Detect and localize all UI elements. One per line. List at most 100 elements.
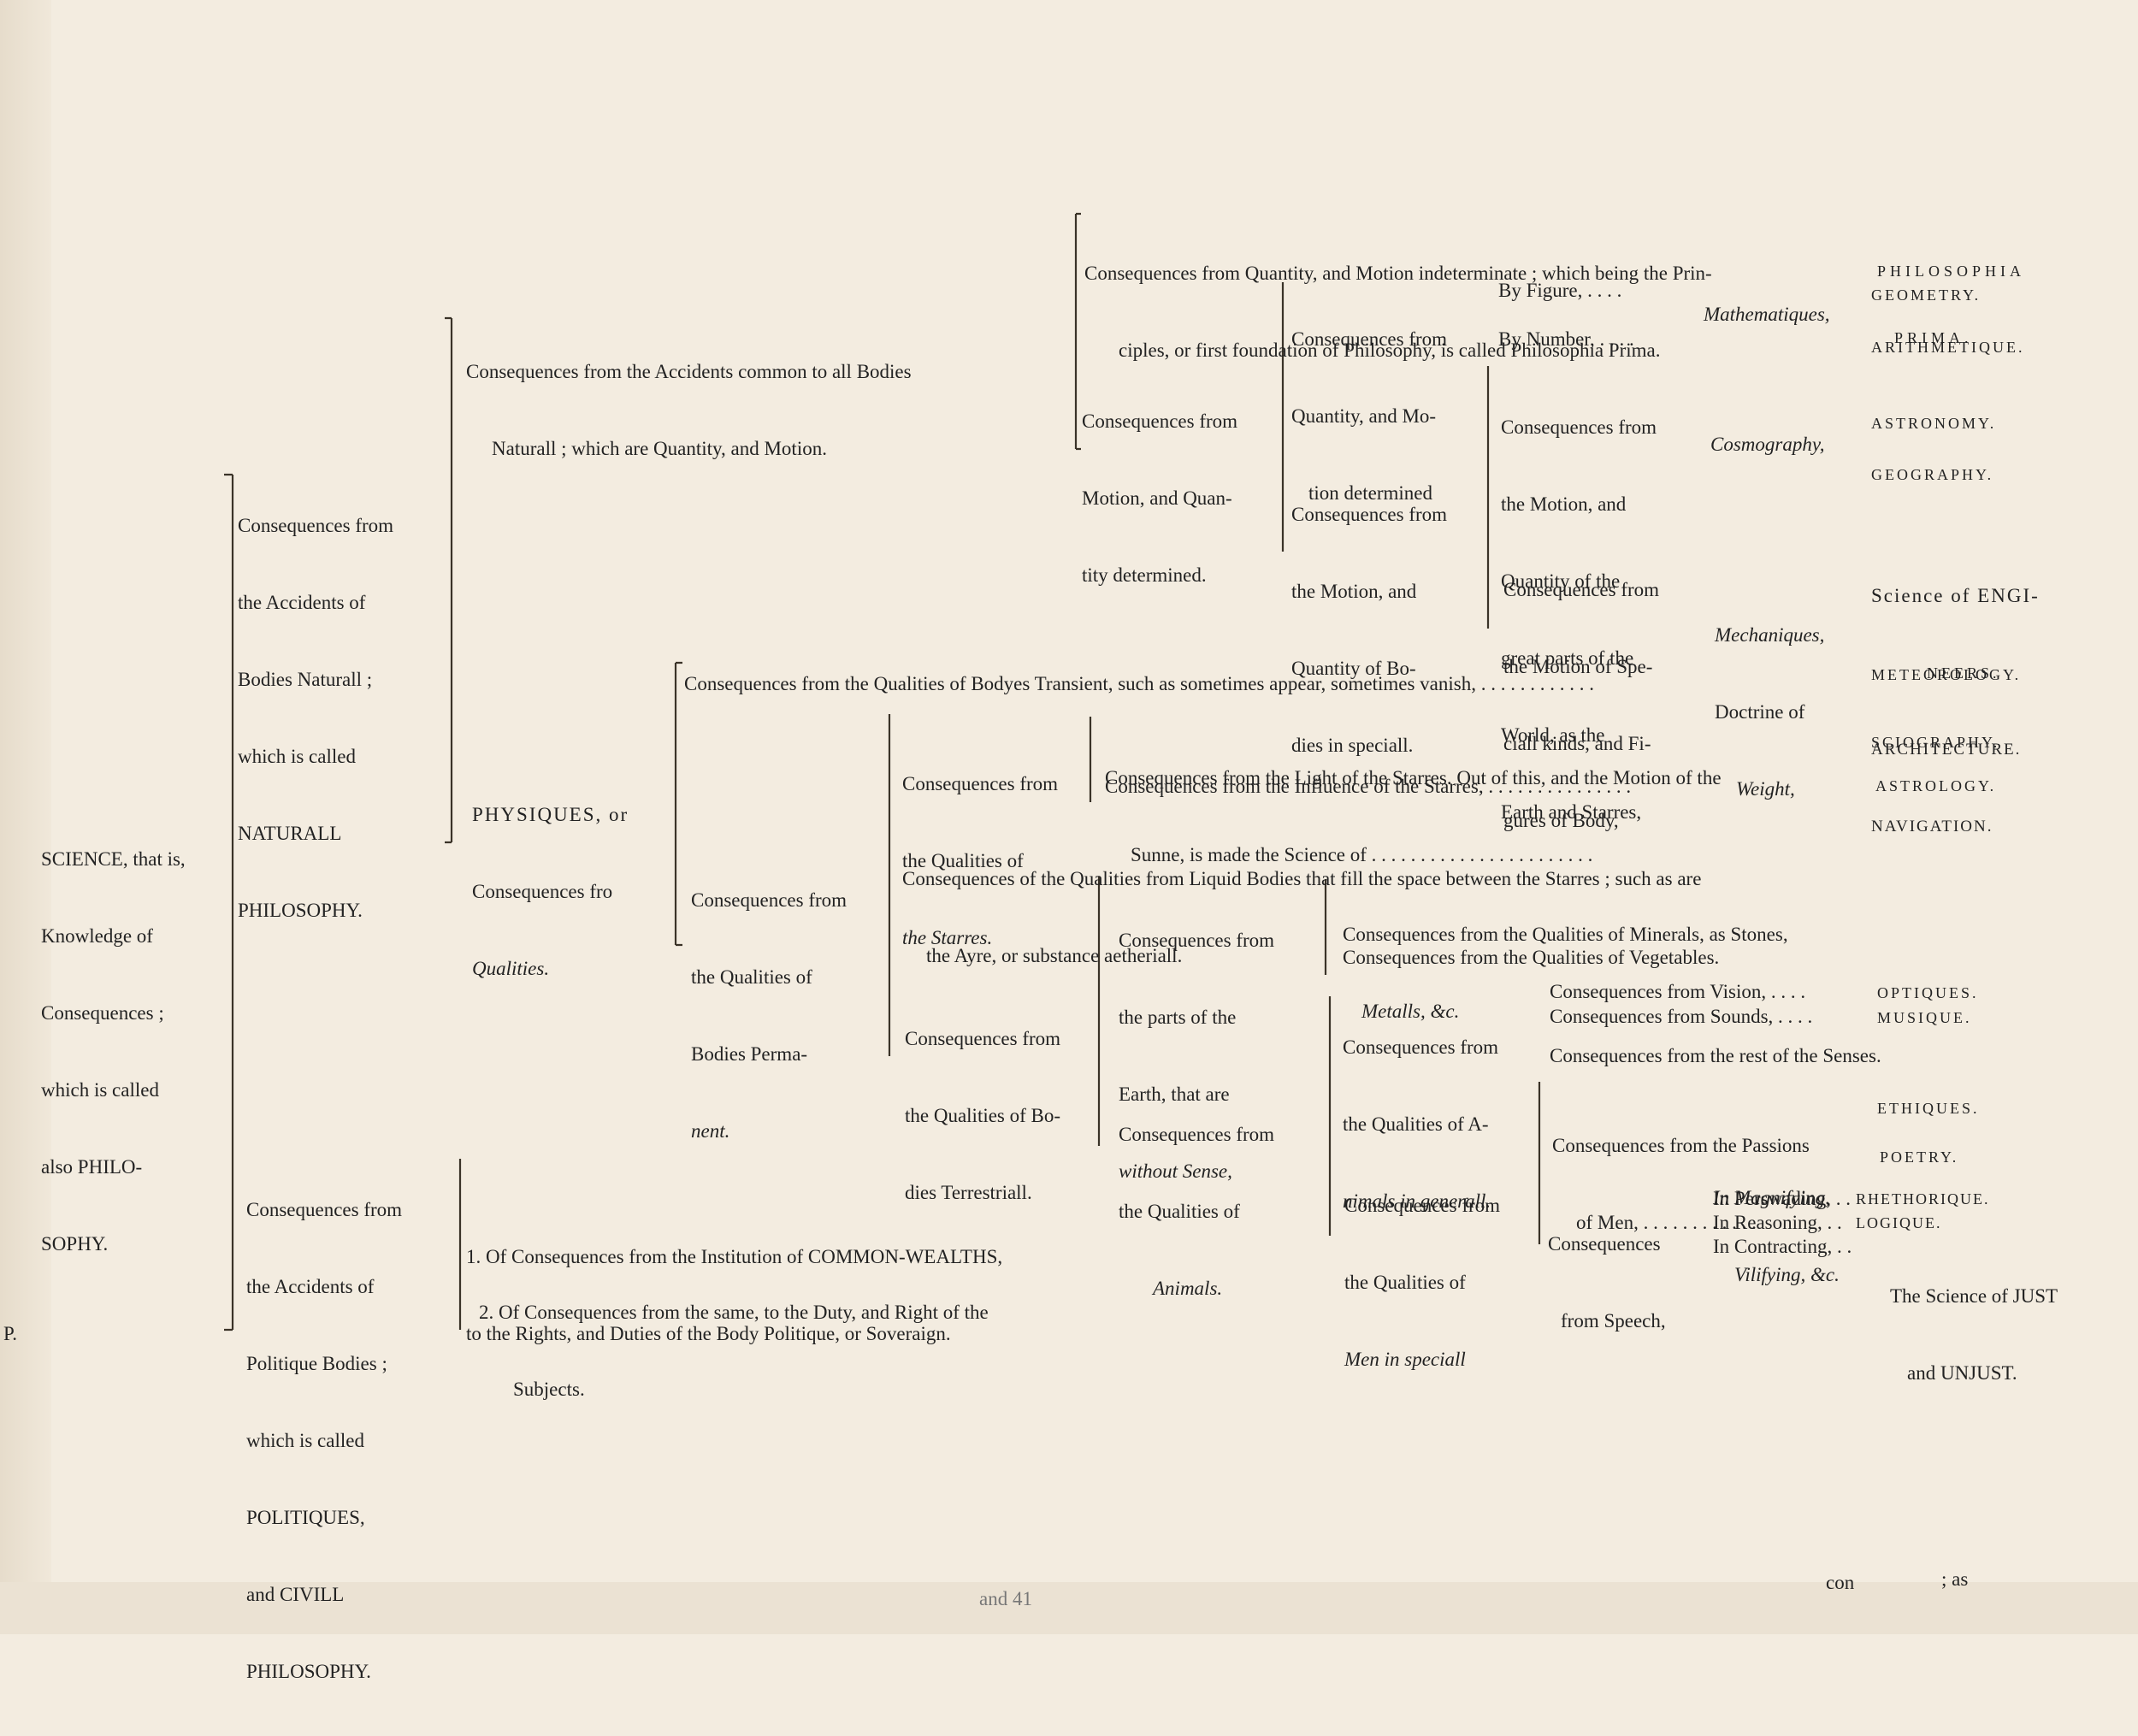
politique-line-5: POLITIQUES, <box>246 1507 365 1528</box>
politique-line-7: PHILOSOPHY. <box>246 1661 371 1682</box>
men-line-3: Men in speciall <box>1344 1349 1466 1370</box>
commonwealths-node: 1. Of Consequences from the Institution … <box>466 1193 1002 1398</box>
geography-leaf: GEOGRAPHY. <box>1871 466 1994 483</box>
naturall-line-4: which is called <box>238 746 356 767</box>
speciall-kinds-node: Consequences from the Motion of Spe- cia… <box>1503 526 1659 885</box>
ws-line-4: without Sense, <box>1119 1160 1232 1182</box>
politique-line-6: and CIVILL <box>246 1584 345 1605</box>
sk-line-2: the Motion of Spe- <box>1503 656 1653 677</box>
science-line-4: which is called <box>41 1079 159 1101</box>
naturall-line-6: PHILOSOPHY. <box>238 900 363 921</box>
light-line-1: Consequences from the Light of the Starr… <box>1105 767 1722 788</box>
eng-line-4: NAVIGATION. <box>1871 818 1993 836</box>
science-line-5: also PHILO- <box>41 1156 143 1178</box>
astronomy-leaf: ASTRONOMY. <box>1871 415 1997 432</box>
politique-line-1: Consequences from <box>246 1199 403 1220</box>
naturall-line-3: Bodies Naturall ; <box>238 669 373 690</box>
gp-line-1: Consequences from <box>1501 416 1657 438</box>
politique-line-2: the Accidents of <box>246 1276 375 1297</box>
ag-line-2: the Qualities of A- <box>1343 1113 1489 1135</box>
ethiques-leaf: ETHIQUES. <box>1877 1100 1980 1117</box>
meteorology-leaf: METEOROLOGY. <box>1871 666 2022 683</box>
phys-line-1: PHYSIQUES, or <box>472 804 629 825</box>
indeterminate-node: Consequences from Quantity, and Motion i… <box>1084 210 1712 415</box>
logique-leaf: LOGIQUE. <box>1856 1214 1942 1231</box>
just-line-2: and UNJUST. <box>1907 1362 2017 1384</box>
vegetables-node: Consequences from the Qualities of Veget… <box>1343 947 1720 968</box>
ag-line-3: nimals in generall. <box>1343 1190 1491 1212</box>
eng-line-2: NEERS. <box>1927 664 2000 682</box>
phys-line-2: Consequences fro <box>472 881 613 902</box>
gp-line-4: great parts of the <box>1501 647 1634 669</box>
st-line-3: the Starres. <box>902 927 993 948</box>
just-leaf: The Science of JUST and UNJUST. <box>1890 1232 2058 1438</box>
men-line-2: the Qualities of <box>1344 1272 1466 1293</box>
pas-line-1: Consequences from the Passions <box>1552 1135 1810 1156</box>
book-page: SCIENCE, that is, Knowledge of Consequen… <box>0 0 2138 1682</box>
light-node: Consequences from the Light of the Starr… <box>1105 714 1722 919</box>
sp-line-2: from Speech, <box>1561 1310 1666 1332</box>
contracting-node: In Contracting, . . <box>1713 1236 1852 1257</box>
commonwealths-line-1: 1. Of Consequences from the Institution … <box>466 1246 1003 1267</box>
transient-node: Consequences from the Qualities of Bodye… <box>684 673 1594 694</box>
liquid-line-2: the Ayre, or substance aetheriall. <box>926 945 1183 966</box>
common-line-2: Naturall ; which are Quantity, and Motio… <box>492 438 827 459</box>
musique-leaf: MUSIQUE. <box>1877 1009 1972 1026</box>
optiques-leaf: OPTIQUES. <box>1877 984 1979 1001</box>
science-line-6: SOPHY. <box>41 1233 109 1255</box>
qmd-line-3: tion determined <box>1308 482 1432 504</box>
just-line-1: The Science of JUST <box>1890 1285 2058 1307</box>
men-line-1: Consequences from <box>1344 1195 1501 1216</box>
magnifying-node: In Magnifying, Vilifying, &c. <box>1713 1134 1840 1339</box>
page-gutter <box>0 0 51 1634</box>
qmd-line-1: Consequences from <box>1291 328 1448 350</box>
eng-line-3: ARCHITECTURE. <box>1871 741 2022 759</box>
sp-line-1: Consequences <box>1548 1233 1661 1255</box>
naturall-philosophy-node: Consequences from the Accidents of Bodie… <box>238 462 393 975</box>
physiques-node: PHYSIQUES, or Consequences fro Qualities… <box>472 751 629 1033</box>
vision-node: Consequences from Vision, . . . . <box>1550 981 1806 1002</box>
men-speciall-node: Consequences from the Qualities of Men i… <box>1344 1142 1500 1424</box>
perm-line-4: nent. <box>691 1120 730 1142</box>
sk-line-1: Consequences from <box>1503 579 1660 600</box>
ag-line-1: Consequences from <box>1343 1036 1499 1058</box>
liquid-line-1: Consequences of the Qualities from Liqui… <box>902 868 1702 889</box>
terr-line-2: the Qualities of Bo- <box>905 1105 1061 1126</box>
sk-line-4: gures of Body, <box>1503 810 1619 831</box>
philosophia-prima-leaf: PHILOSOPHIA PRIMA. <box>1877 216 2025 393</box>
great-parts-node: Consequences from the Motion, and Quanti… <box>1501 363 1657 877</box>
margin-fragment-as: ; as <box>1941 1568 1969 1590</box>
terrestriall-node: Consequences from the Qualities of Bo- d… <box>905 975 1060 1257</box>
science-line-1: SCIENCE, that is, <box>41 848 186 870</box>
min-line-1: Consequences from the Qualities of Miner… <box>1343 924 1788 945</box>
naturall-line-1: Consequences from <box>238 515 394 536</box>
st-line-2: the Qualities of <box>902 850 1024 871</box>
margin-fragment-p: P. <box>3 1323 17 1344</box>
sounds-node: Consequences from Sounds, . . . . <box>1550 1006 1813 1027</box>
perm-line-1: Consequences from <box>691 889 848 911</box>
perm-line-2: the Qualities of <box>691 966 812 988</box>
ms-line-3: Quantity of Bo- <box>1291 658 1416 679</box>
reasoning-node: In Reasoning, . . <box>1713 1212 1842 1233</box>
light-line-2: Sunne, is made the Science of . . . . . … <box>1131 844 1593 865</box>
qm-determined-node: Consequences from Quantity, and Mo- tion… <box>1291 275 1447 558</box>
by-number: By Number, . . . . <box>1498 328 1634 350</box>
science-line-2: Knowledge of <box>41 925 153 947</box>
mechaniques-node: Mechaniques, Doctrine of Weight, <box>1715 571 1824 853</box>
philosophia-line-2: PRIMA. <box>1894 329 1973 346</box>
without-sense-node: Consequences from the parts of the Earth… <box>1119 877 1274 1236</box>
subjects-line-1: 2. Of Consequences from the same, to the… <box>479 1302 989 1323</box>
ws-line-3: Earth, that are <box>1119 1084 1230 1105</box>
page-bottom-edge <box>0 1582 2138 1634</box>
common-line-1: Consequences from the Accidents common t… <box>466 361 912 382</box>
ms-line-2: the Motion, and <box>1291 581 1417 602</box>
mq-line-3: tity determined. <box>1082 564 1207 586</box>
naturall-line-2: the Accidents of <box>238 592 366 613</box>
mag-line-2: Vilifying, &c. <box>1734 1264 1840 1285</box>
terr-line-3: dies Terrestriall. <box>905 1182 1032 1203</box>
subjects-node: 2. Of Consequences from the same, to the… <box>479 1249 989 1454</box>
permanent-node: Consequences from the Qualities of Bodie… <box>691 836 847 1196</box>
pas-line-2: of Men, . . . . . . . . . . . . <box>1576 1212 1757 1233</box>
naturall-line-5: NATURALL <box>238 823 342 844</box>
minerals-node: Consequences from the Qualities of Miner… <box>1343 871 1788 1076</box>
